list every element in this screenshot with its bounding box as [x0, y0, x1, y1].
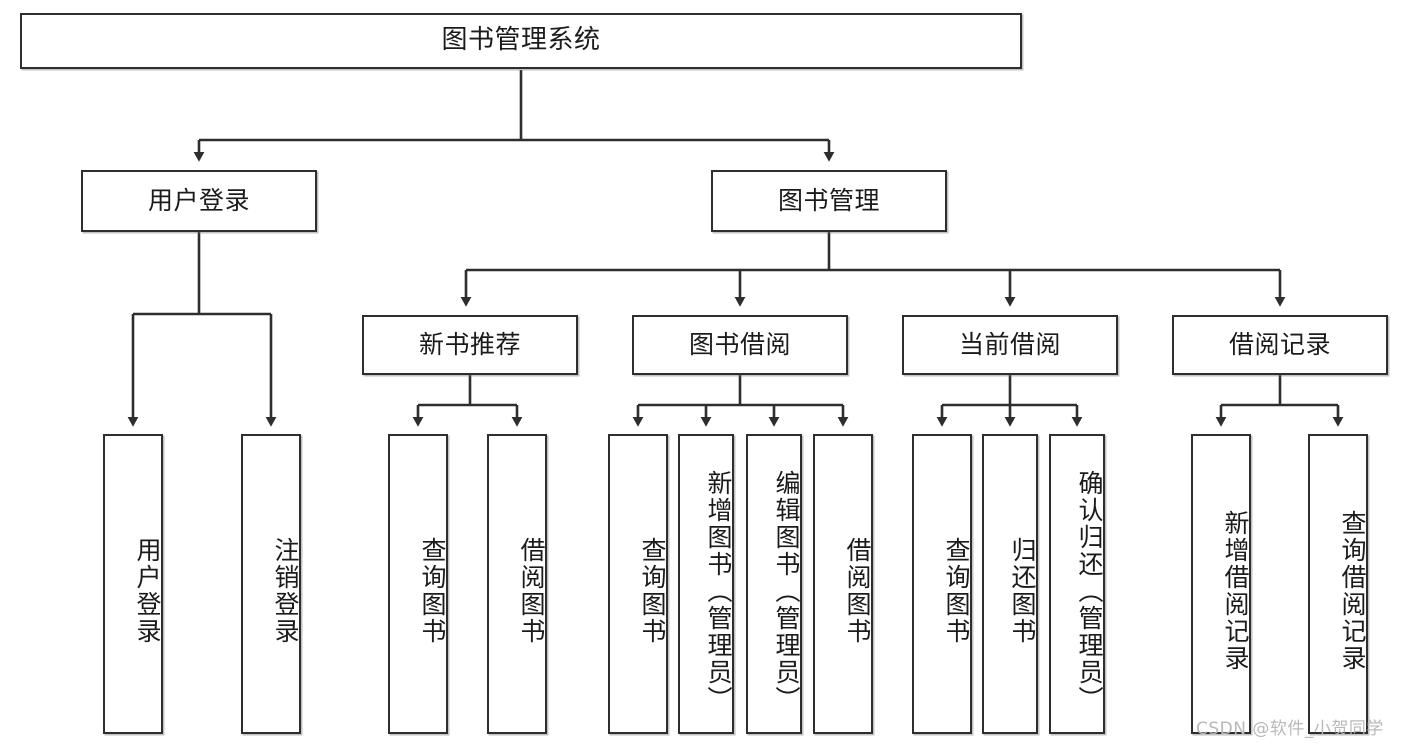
node-book-management[interactable]: 图书管理: [711, 170, 947, 232]
node-new-book-recommend[interactable]: 新书推荐: [362, 315, 578, 375]
node-label: 新增图书（管理员）: [704, 469, 733, 713]
leaf-borrow-record-add[interactable]: 新增借阅记录: [1191, 434, 1251, 734]
node-user-login[interactable]: 用户登录: [81, 170, 317, 232]
leaf-book-borrow-borrow[interactable]: 借阅图书: [813, 434, 873, 734]
node-label: 查询图书: [942, 537, 971, 645]
node-label: 查询图书: [418, 537, 447, 645]
node-label: 借阅图书: [843, 537, 872, 645]
leaf-current-borrow-confirm-return[interactable]: 确认归还（管理员）: [1049, 434, 1105, 734]
leaf-borrow-record-query[interactable]: 查询借阅记录: [1308, 434, 1368, 734]
node-label: 图书管理: [777, 186, 880, 215]
node-current-borrow[interactable]: 当前借阅: [902, 315, 1118, 375]
node-label: 图书借阅: [688, 330, 791, 359]
leaf-new-book-query[interactable]: 查询图书: [388, 434, 448, 734]
node-label: 归还图书: [1008, 537, 1037, 645]
node-root-system[interactable]: 图书管理系统: [20, 13, 1022, 69]
leaf-book-borrow-edit[interactable]: 编辑图书（管理员）: [746, 434, 802, 734]
watermark-text: CSDN @软件_小贺同学: [1196, 719, 1384, 739]
node-label: 当前借阅: [958, 330, 1061, 359]
node-label: 新书推荐: [418, 330, 521, 359]
node-label: 查询借阅记录: [1338, 510, 1367, 672]
node-book-borrow[interactable]: 图书借阅: [632, 315, 848, 375]
node-label: 用户登录: [133, 537, 162, 645]
leaf-user-login-login[interactable]: 用户登录: [103, 434, 163, 734]
leaf-current-borrow-return[interactable]: 归还图书: [982, 434, 1038, 734]
node-label: 图书管理系统: [441, 25, 601, 56]
node-label: 新增借阅记录: [1221, 510, 1250, 672]
leaf-book-borrow-query[interactable]: 查询图书: [608, 434, 668, 734]
node-label: 查询图书: [638, 537, 667, 645]
node-label: 编辑图书（管理员）: [772, 469, 801, 713]
leaf-book-borrow-add[interactable]: 新增图书（管理员）: [678, 434, 734, 734]
leaf-new-book-borrow[interactable]: 借阅图书: [487, 434, 547, 734]
node-label: 注销登录: [271, 537, 300, 645]
leaf-current-borrow-query[interactable]: 查询图书: [912, 434, 972, 734]
node-borrow-record[interactable]: 借阅记录: [1172, 315, 1388, 375]
node-label: 借阅图书: [517, 537, 546, 645]
node-label: 确认归还（管理员）: [1075, 469, 1104, 713]
leaf-user-login-logout[interactable]: 注销登录: [241, 434, 301, 734]
node-label: 借阅记录: [1228, 330, 1331, 359]
node-label: 用户登录: [147, 186, 250, 215]
